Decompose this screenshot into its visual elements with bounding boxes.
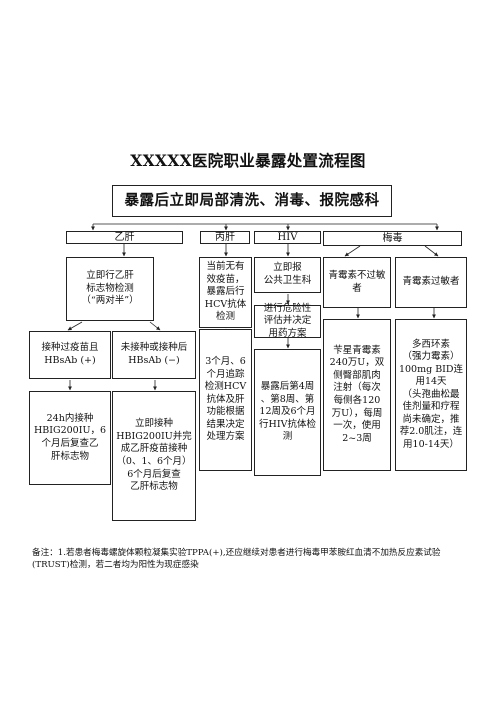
syphilis-not-allergic-box: 青霉素不过敏 者 bbox=[323, 257, 391, 308]
link-syph-notallergic bbox=[344, 245, 361, 257]
syphilis-allergic-action-box: 多西环素 （强力霉素） 100mg BID连 用14天 （头孢曲松最 佳剂量和疗… bbox=[395, 319, 467, 471]
hiv-assess-box: 进行危险性 评估并决定 用药方案 bbox=[254, 303, 321, 339]
category-hbv: 乙肝 bbox=[66, 231, 183, 244]
hbv-test-box: 立即行乙肝 标志物检测 （“两对半”） bbox=[66, 257, 154, 321]
link-hbv-vaccinated bbox=[67, 321, 83, 331]
hiv-followup-box: 暴露后第4周 、第8周、第 12周及6个月 行HIV抗体检 测 bbox=[254, 349, 321, 476]
hcv-followup-box: 3个月、6 个月追踪 检测HCV 抗体及肝 功能根据 结果决定 处理方案 bbox=[199, 329, 252, 471]
link-hbv-unvaccinated bbox=[149, 321, 161, 331]
link-syph-allergic bbox=[424, 245, 439, 257]
hbv-vaccinated-action-box: 24h内接种 HBIG200IU，6 个月后复查乙 肝标志物 bbox=[29, 391, 111, 485]
page-title: XXXXX医院职业暴露处置流程图 bbox=[130, 151, 366, 170]
category-hiv: HIV bbox=[254, 231, 321, 244]
hbv-unvaccinated-action-box: 立即接种 HBIG200IU并完 成乙肝疫苗接种 （0、1、6个月） 6个月后复… bbox=[112, 391, 196, 521]
hbv-unvaccinated-box: 未接种或接种后 HBsAb (−) bbox=[112, 331, 196, 379]
category-syphilis: 梅毒 bbox=[323, 231, 462, 246]
hbv-vaccinated-box: 接种过疫苗且 HBsAb (+) bbox=[29, 331, 111, 379]
hcv-test-box: 当前无有 效疫苗， 暴露后行 HCV抗体 检测 bbox=[199, 257, 252, 328]
hiv-report-box: 立即报 公共卫生科 bbox=[254, 257, 321, 293]
syphilis-allergic-box: 青霉素过敏者 bbox=[395, 257, 467, 308]
syphilis-not-allergic-action-box: 苄星青霉素 240万U，双 侧臀部肌肉 注射（每次 每侧各120 万U），每周 … bbox=[323, 319, 391, 471]
top-step-box: 暴露后立即局部清洗、消毒、报院感科 bbox=[112, 185, 392, 217]
footnote: 备注：1.若患者梅毒螺旋体颗粒凝集实验TPPA(+),还应继续对患者进行梅毒甲苯… bbox=[32, 548, 441, 571]
category-hcv: 丙肝 bbox=[200, 231, 250, 244]
